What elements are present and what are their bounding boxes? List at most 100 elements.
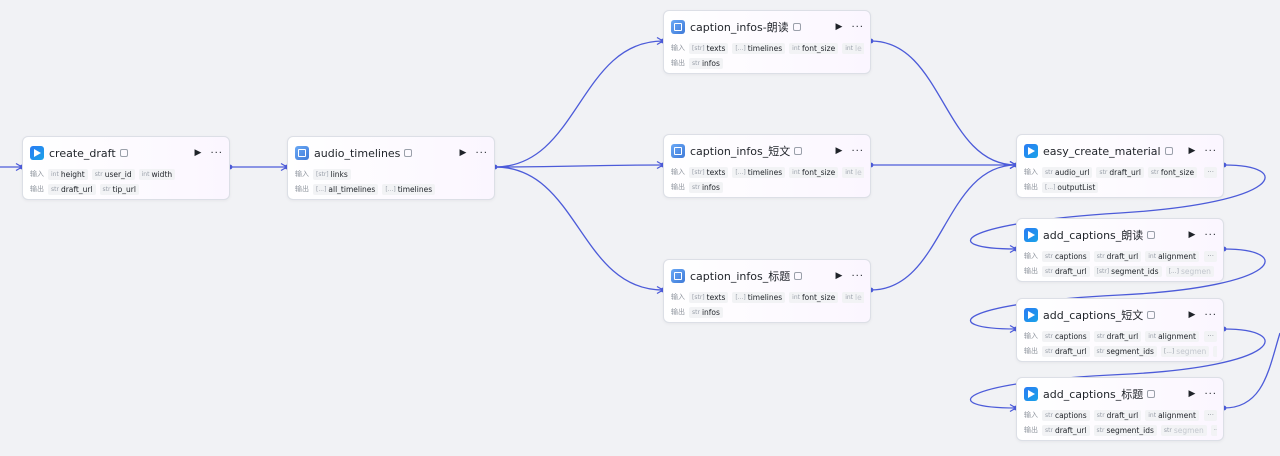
param-type: [...]	[1045, 183, 1056, 191]
version-icon	[792, 23, 801, 31]
param-name: audio_url	[1054, 167, 1090, 177]
run-button[interactable]: ▶	[1188, 310, 1196, 320]
param-name: texts	[706, 292, 726, 302]
node-outputs: 输出[...]all_timelines[...]timelines	[295, 183, 488, 195]
output-label: 输出	[671, 308, 685, 316]
code-icon	[671, 269, 685, 283]
param-name: draft_url	[1054, 425, 1087, 435]
param-name: draft_url	[1106, 410, 1139, 420]
more-menu-button[interactable]: ···	[1204, 388, 1217, 400]
param-type: str	[51, 185, 59, 193]
node-header: add_captions_标题▶···	[1024, 385, 1217, 403]
edge-caption_infos_langdu-to-easy_create_material[interactable]	[870, 40, 1017, 166]
param-type: str	[102, 185, 111, 193]
param-name: infos	[701, 58, 720, 68]
node-title: caption_infos_标题	[690, 270, 791, 283]
param-name: segment_ids	[1106, 425, 1154, 435]
output-label: 输出	[671, 183, 685, 191]
more-params-button[interactable]: ···	[1204, 166, 1217, 178]
node-outputs: 输出strdraft_urlstrsegment_ids[...]segmen·…	[1024, 345, 1217, 357]
param-type: str	[1096, 347, 1105, 355]
run-button[interactable]: ▶	[459, 148, 467, 158]
more-menu-button[interactable]: ···	[1204, 229, 1217, 241]
more-menu-button[interactable]: ···	[1204, 309, 1217, 321]
more-menu-button[interactable]: ···	[475, 147, 488, 159]
param-type: [str]	[692, 293, 705, 301]
code-icon	[295, 146, 309, 160]
more-params-button[interactable]: ···	[1210, 424, 1217, 436]
param-name: segmen	[1173, 425, 1204, 435]
param-name: segment_ids	[1111, 266, 1159, 276]
param-type: str	[1045, 252, 1053, 260]
edge-audio_timelines-to-caption_infos_duanwen[interactable]	[494, 164, 664, 168]
param-chip: [...]segmen	[1165, 265, 1214, 277]
param-chip: [...]timelines	[732, 291, 786, 303]
input-label: 输入	[1024, 332, 1038, 340]
more-menu-button[interactable]: ···	[851, 145, 864, 157]
more-menu-button[interactable]: ···	[851, 270, 864, 282]
run-button[interactable]: ▶	[835, 22, 843, 32]
run-button[interactable]: ▶	[1188, 389, 1196, 399]
run-button[interactable]: ▶	[835, 146, 843, 156]
more-params-button[interactable]: ···	[1204, 409, 1217, 421]
param-name: infos	[701, 307, 720, 317]
run-button[interactable]: ▶	[194, 148, 202, 158]
param-name: texts	[706, 167, 726, 177]
param-type: [...]	[735, 44, 746, 52]
node-header: caption_infos-朗读 ▶ ···	[671, 18, 864, 36]
version-icon	[1147, 231, 1156, 239]
run-button[interactable]: ▶	[1188, 146, 1196, 156]
edge-audio_timelines-to-caption_infos_langdu[interactable]	[494, 40, 664, 168]
param-type: str	[1096, 332, 1105, 340]
workflow-node-caption-infos-duanwen[interactable]: caption_infos_短文▶···输入[str]texts[...]tim…	[663, 134, 871, 198]
param-name: le	[855, 292, 862, 302]
more-menu-button[interactable]: ···	[851, 21, 864, 33]
edge-audio_timelines-to-caption_infos_biaoti[interactable]	[494, 166, 664, 291]
param-name: timelines	[747, 167, 783, 177]
plugin-icon	[1024, 387, 1038, 401]
param-chip: [...]timelines	[732, 42, 786, 54]
input-label: 输入	[671, 168, 685, 176]
more-params-button[interactable]: ···	[1204, 330, 1217, 342]
edge-caption_infos_biaoti-to-easy_create_material[interactable]	[870, 164, 1017, 291]
workflow-node-caption-infos-biaoti[interactable]: caption_infos_标题▶···输入[str]texts[...]tim…	[663, 259, 871, 323]
param-name: all_timelines	[328, 184, 376, 194]
workflow-node-caption-infos-langdu[interactable]: caption_infos-朗读▶···输入[str]texts[...]tim…	[663, 10, 871, 74]
run-button[interactable]: ▶	[1188, 230, 1196, 240]
param-name: draft_url	[60, 184, 93, 194]
more-menu-button[interactable]: ···	[1204, 145, 1217, 157]
edge-out-right[interactable]	[1223, 332, 1280, 409]
param-type: int	[845, 293, 854, 301]
more-params-button[interactable]: ···	[1204, 250, 1217, 262]
param-name: draft_url	[1054, 266, 1087, 276]
param-name: infos	[701, 182, 720, 192]
param-name: timelines	[747, 292, 783, 302]
output-label: 输出	[1024, 267, 1038, 275]
more-menu-button[interactable]: ···	[210, 147, 223, 159]
node-title: caption_infos-朗读	[690, 21, 789, 34]
plugin-icon	[1024, 144, 1038, 158]
more-params-button[interactable]: ···	[1213, 345, 1217, 357]
run-button[interactable]: ▶	[835, 271, 843, 281]
param-type: int	[141, 170, 150, 178]
